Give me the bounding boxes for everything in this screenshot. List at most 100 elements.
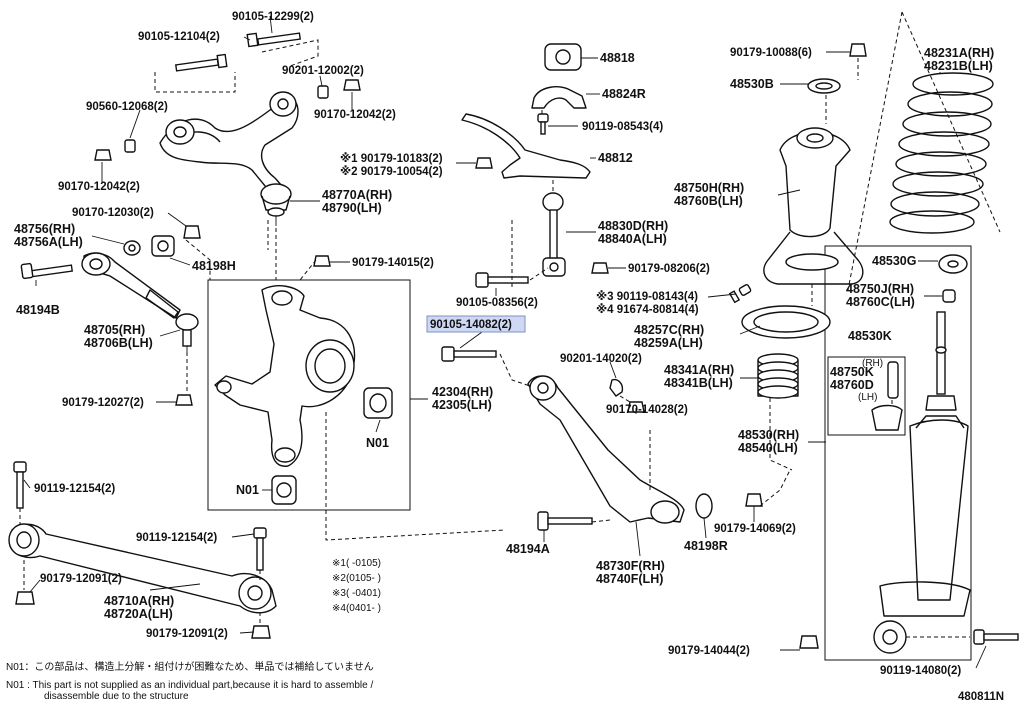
- label-48706b[interactable]: 48706B(LH): [84, 336, 153, 350]
- nut-90179-08206[interactable]: [591, 262, 609, 274]
- label-90105-12299[interactable]: 90105-12299(2): [232, 11, 314, 23]
- bolt-90119-12154-left[interactable]: [13, 461, 27, 509]
- coil-spring-48231a[interactable]: [889, 72, 994, 234]
- nut-90179-14015[interactable]: [313, 255, 331, 267]
- label-91674-80814[interactable]: ※4 91674-80814(4): [596, 302, 699, 316]
- label-48830d[interactable]: 48830D(RH): [598, 219, 668, 233]
- label-90179-14015[interactable]: 90179-14015(2): [352, 257, 434, 269]
- nut-90179-12091-right[interactable]: [251, 625, 271, 639]
- shock-absorber-48530[interactable]: [873, 311, 971, 654]
- nut-90179-12091-left[interactable]: [15, 591, 35, 605]
- label-90179-10054[interactable]: ※2 90179-10054(2): [340, 164, 443, 178]
- bushing-n01-right[interactable]: [363, 387, 393, 419]
- bumper-48750k[interactable]: [887, 361, 899, 399]
- label-48790[interactable]: 48790(LH): [322, 201, 382, 215]
- bolt-90119-14080[interactable]: [973, 629, 1019, 645]
- label-48257c[interactable]: 48257C(RH): [634, 323, 704, 337]
- label-48770a[interactable]: 48770A(RH): [322, 188, 392, 202]
- label-90179-14069[interactable]: 90179-14069(2): [714, 523, 796, 535]
- nut-90170-14028[interactable]: [627, 401, 645, 413]
- label-n01-lower[interactable]: N01: [236, 483, 259, 497]
- bumper-seat-48760d[interactable]: [871, 404, 903, 431]
- bolt-90105-08356[interactable]: [475, 272, 529, 288]
- bump-stopper-48341a[interactable]: [757, 353, 799, 399]
- nut-90170-12030[interactable]: [183, 225, 201, 239]
- label-48760d[interactable]: 48760D: [830, 378, 874, 392]
- washer-90201-12002[interactable]: [317, 85, 329, 99]
- label-90170-12042-left[interactable]: 90170-12042(2): [58, 181, 140, 193]
- upper-control-arm[interactable]: [159, 91, 299, 193]
- label-48750h[interactable]: 48750H(RH): [674, 181, 744, 195]
- label-90105-14082[interactable]: 90105-14082(2): [430, 319, 512, 331]
- label-48760b[interactable]: 48760B(LH): [674, 194, 743, 208]
- bolt-90105-12299[interactable]: [246, 32, 302, 48]
- bolt-90119-08543[interactable]: [537, 113, 549, 135]
- label-90170-12030[interactable]: 90170-12030(2): [72, 207, 154, 219]
- label-90119-14080[interactable]: 90119-14080(2): [880, 665, 961, 677]
- trailing-arm-48710a[interactable]: [8, 523, 277, 614]
- label-90179-12027[interactable]: 90179-12027(2): [62, 397, 144, 409]
- label-42305[interactable]: 42305(LH): [432, 398, 492, 412]
- label-48760c[interactable]: 48760C(LH): [846, 295, 915, 309]
- label-48198h[interactable]: 48198H: [192, 259, 236, 273]
- label-48756a-lh[interactable]: 48756A(LH): [14, 235, 83, 249]
- knuckle-carrier-42304[interactable]: [214, 285, 356, 467]
- label-48750j[interactable]: 48750J(RH): [846, 282, 914, 296]
- label-48259a[interactable]: 48259A(LH): [634, 336, 703, 350]
- label-42304[interactable]: 42304(RH): [432, 385, 493, 399]
- label-90201-14020[interactable]: 90201-14020(2): [560, 353, 642, 365]
- label-48231a[interactable]: 48231A(RH): [924, 46, 994, 60]
- washer-90201-14020[interactable]: [609, 378, 624, 397]
- label-90179-10088[interactable]: 90179-10088(6): [730, 47, 812, 59]
- label-90119-08143[interactable]: ※3 90119-08143(4): [596, 289, 698, 303]
- nut-90179-10088[interactable]: [849, 43, 867, 57]
- label-90170-14028[interactable]: 90170-14028(2): [606, 404, 688, 416]
- bracket-48824r[interactable]: [531, 86, 587, 109]
- stabilizer-link-48830d[interactable]: [542, 192, 566, 277]
- bushing-n01-lower[interactable]: [271, 475, 297, 505]
- label-90105-12104[interactable]: 90105-12104(2): [138, 31, 220, 43]
- label-n01-right[interactable]: N01: [366, 436, 389, 450]
- washer-90560-12068[interactable]: [124, 139, 136, 153]
- nut-90179-10183[interactable]: [475, 157, 493, 169]
- nut-90170-12042-left[interactable]: [94, 149, 112, 161]
- label-90179-10183[interactable]: ※1 90179-10183(2): [340, 151, 443, 165]
- bolt-90119-12154-right[interactable]: [253, 527, 267, 571]
- spring-bumper-48750h[interactable]: [763, 127, 864, 285]
- stabilizer-bar-48812[interactable]: [461, 113, 591, 179]
- label-90170-12042-right[interactable]: 90170-12042(2): [314, 109, 396, 121]
- label-48530g[interactable]: 48530G: [872, 254, 916, 268]
- bushing-48818[interactable]: [544, 43, 582, 71]
- label-48824r[interactable]: 48824R: [602, 87, 646, 101]
- insulator-48257c[interactable]: [741, 305, 831, 339]
- label-90119-12154-right[interactable]: 90119-12154(2): [136, 532, 217, 544]
- label-90105-08356[interactable]: 90105-08356(2): [456, 297, 538, 309]
- bolt-48194b[interactable]: [20, 262, 74, 280]
- label-48198r[interactable]: 48198R: [684, 539, 728, 553]
- label-90179-08206[interactable]: 90179-08206(2): [628, 263, 710, 275]
- nut-90179-14069[interactable]: [745, 493, 763, 507]
- bolt-48194a[interactable]: [537, 511, 593, 531]
- label-48341a[interactable]: 48341A(RH): [664, 363, 734, 377]
- label-48818[interactable]: 48818: [600, 51, 635, 65]
- label-48740f[interactable]: 48740F(LH): [596, 572, 663, 586]
- label-48840a[interactable]: 48840A(LH): [598, 232, 667, 246]
- label-48231b[interactable]: 48231B(LH): [924, 59, 993, 73]
- label-90179-12091-left[interactable]: 90179-12091(2): [40, 573, 122, 585]
- label-48710a[interactable]: 48710A(RH): [104, 594, 174, 608]
- bushing-48198h[interactable]: [151, 235, 175, 257]
- label-90179-12091-right[interactable]: 90179-12091(2): [146, 628, 228, 640]
- label-90201-12002[interactable]: 90201-12002(2): [282, 65, 364, 77]
- cushion-48750j[interactable]: [942, 289, 956, 303]
- bolt-90105-14082[interactable]: [441, 346, 497, 362]
- label-48720a[interactable]: 48720A(LH): [104, 607, 173, 621]
- washer-48198r[interactable]: [695, 493, 713, 519]
- nut-90179-14044[interactable]: [799, 635, 819, 649]
- label-48530b[interactable]: 48530B: [730, 77, 774, 91]
- label-48705[interactable]: 48705(RH): [84, 323, 145, 337]
- nut-90179-12027[interactable]: [175, 394, 193, 406]
- bolt-90119-08143[interactable]: [728, 284, 752, 304]
- label-48756-rh[interactable]: 48756(RH): [14, 222, 75, 236]
- label-48530k[interactable]: 48530K: [848, 329, 892, 343]
- label-90119-12154-left[interactable]: 90119-12154(2): [34, 483, 115, 495]
